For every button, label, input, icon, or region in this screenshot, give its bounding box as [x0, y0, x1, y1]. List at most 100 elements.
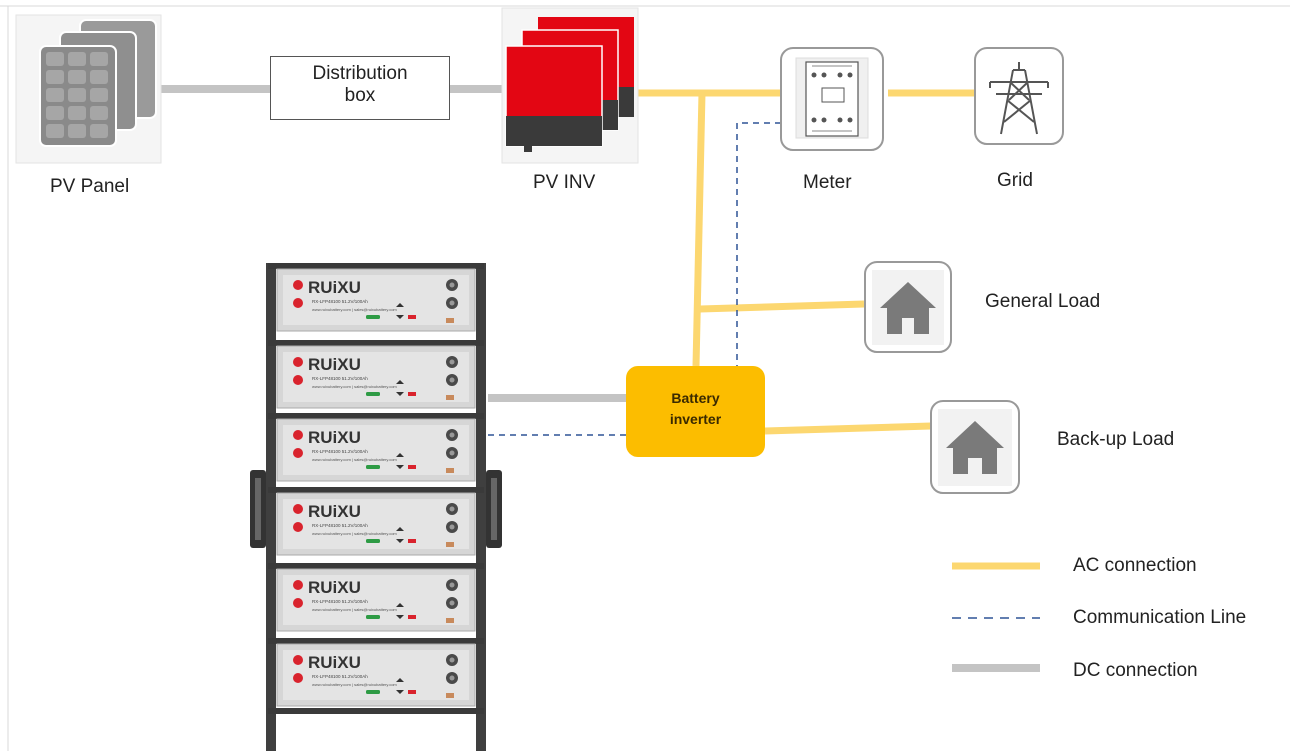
- battery-web-label: www.ruixubattery.com | sales@ruixubatter…: [312, 607, 397, 612]
- switch-arrow-up: [396, 303, 404, 307]
- battery-module: RUiXU RX-LFP48100 51.2V/100Ah www.ruixubat…: [268, 340, 484, 409]
- meter-label: Meter: [803, 172, 852, 193]
- connector-pin: [449, 300, 455, 306]
- status-led-green: [366, 539, 380, 543]
- battery-rack: [250, 263, 502, 751]
- battery-module: RUiXU RX-LFP48100 51.2V/100Ah www.ruixubat…: [268, 413, 484, 482]
- terminal-positive: [293, 357, 303, 367]
- switch-arrow-down: [396, 465, 404, 469]
- general-load-house-icon: [864, 261, 952, 353]
- connector-pin: [449, 524, 455, 530]
- connector-pin: [449, 282, 455, 288]
- connector-pin: [449, 432, 455, 438]
- distribution-box: Distribution box: [270, 56, 450, 120]
- connector-pin: [449, 657, 455, 663]
- battery-model-label: RX-LFP48100 51.2V/100Ah: [312, 299, 368, 304]
- status-led-green: [366, 465, 380, 469]
- status-led-amber: [446, 468, 454, 473]
- battery-module-group: RUiXU RX-LFP48100 51.2V/100Ah www.ruixubat…: [268, 263, 484, 714]
- terminal-positive: [293, 280, 303, 290]
- switch-arrow-down: [396, 690, 404, 694]
- battery-web-label: www.ruixubattery.com | sales@ruixubatter…: [312, 307, 397, 312]
- switch-arrow-up: [396, 527, 404, 531]
- battery-inverter-label: Battery inverter: [626, 388, 765, 430]
- rack-shelf: [268, 487, 484, 493]
- status-led-red: [408, 465, 416, 469]
- connector-pin: [449, 506, 455, 512]
- grid-label: Grid: [997, 170, 1033, 191]
- battery-inverter-line2: inverter: [669, 411, 722, 427]
- status-led-green: [366, 392, 380, 396]
- status-led-green: [366, 690, 380, 694]
- switch-arrow-up: [396, 380, 404, 384]
- connector-pin: [449, 450, 455, 456]
- battery-web-label: www.ruixubattery.com | sales@ruixubatter…: [312, 457, 397, 462]
- battery-web-label: www.ruixubattery.com | sales@ruixubatter…: [312, 531, 397, 536]
- battery-model-label: RX-LFP48100 51.2V/100Ah: [312, 449, 368, 454]
- battery-brand-label: RUiXU: [308, 653, 361, 672]
- terminal-positive: [293, 580, 303, 590]
- switch-arrow-up: [396, 603, 404, 607]
- terminal-negative: [293, 298, 303, 308]
- rack-shelf: [268, 340, 484, 346]
- battery-model-label: RX-LFP48100 51.2V/100Ah: [312, 599, 368, 604]
- legend-comm-label: Communication Line: [1073, 607, 1247, 628]
- terminal-negative: [293, 448, 303, 458]
- status-led-red: [408, 690, 416, 694]
- status-led-red: [408, 392, 416, 396]
- battery-module: RUiXU RX-LFP48100 51.2V/100Ah www.ruixubat…: [268, 638, 484, 707]
- pv-inverter-icon: [501, 7, 639, 164]
- battery-brand-label: RUiXU: [308, 428, 361, 447]
- terminal-positive: [293, 504, 303, 514]
- status-led-red: [408, 615, 416, 619]
- status-led-amber: [446, 693, 454, 698]
- battery-brand-label: RUiXU: [308, 578, 361, 597]
- terminal-negative: [293, 375, 303, 385]
- battery-web-label: www.ruixubattery.com | sales@ruixubatter…: [312, 384, 397, 389]
- battery-inverter-box: [626, 366, 765, 457]
- distribution-box-line2: box: [344, 85, 376, 106]
- battery-inverter-line1: Battery: [671, 390, 720, 406]
- rack-shelf: [268, 638, 484, 644]
- battery-brand-label: RUiXU: [308, 355, 361, 374]
- battery-brand-label: RUiXU: [308, 502, 361, 521]
- general-load-label: General Load: [985, 291, 1101, 312]
- meter-icon: [780, 47, 884, 151]
- battery-web-label: www.ruixubattery.com | sales@ruixubatter…: [312, 682, 397, 687]
- terminal-negative: [293, 598, 303, 608]
- status-led-green: [366, 615, 380, 619]
- rack-shelf: [268, 563, 484, 569]
- connector-pin: [449, 377, 455, 383]
- switch-arrow-up: [396, 453, 404, 457]
- switch-arrow-down: [396, 539, 404, 543]
- backup-load-house-icon: [930, 400, 1020, 494]
- pv-inv-label: PV INV: [533, 172, 596, 193]
- battery-model-label: RX-LFP48100 51.2V/100Ah: [312, 523, 368, 528]
- legend-dc-label: DC connection: [1073, 660, 1198, 681]
- backup-load-label: Back-up Load: [1057, 429, 1175, 450]
- status-led-amber: [446, 618, 454, 623]
- pv-panel-icon: [15, 14, 162, 164]
- switch-arrow-up: [396, 678, 404, 682]
- battery-module: RUiXU RX-LFP48100 51.2V/100Ah www.ruixubat…: [268, 563, 484, 632]
- rack-shelf: [268, 413, 484, 419]
- switch-arrow-down: [396, 392, 404, 396]
- ac-line-trunk: [692, 92, 706, 367]
- distribution-box-line1: Distribution: [312, 63, 408, 84]
- rack-shelf: [268, 263, 484, 269]
- switch-arrow-down: [396, 315, 404, 319]
- status-led-red: [408, 539, 416, 543]
- ac-line-to-general-load: [699, 300, 865, 313]
- rack-shelf: [268, 708, 484, 714]
- status-led-amber: [446, 395, 454, 400]
- connector-pin: [449, 600, 455, 606]
- comm-line-meter-to-inverter: [736, 122, 781, 368]
- terminal-negative: [293, 673, 303, 683]
- battery-model-label: RX-LFP48100 51.2V/100Ah: [312, 674, 368, 679]
- switch-arrow-down: [396, 615, 404, 619]
- status-led-amber: [446, 318, 454, 323]
- connector-pin: [449, 675, 455, 681]
- battery-model-label: RX-LFP48100 51.2V/100Ah: [312, 376, 368, 381]
